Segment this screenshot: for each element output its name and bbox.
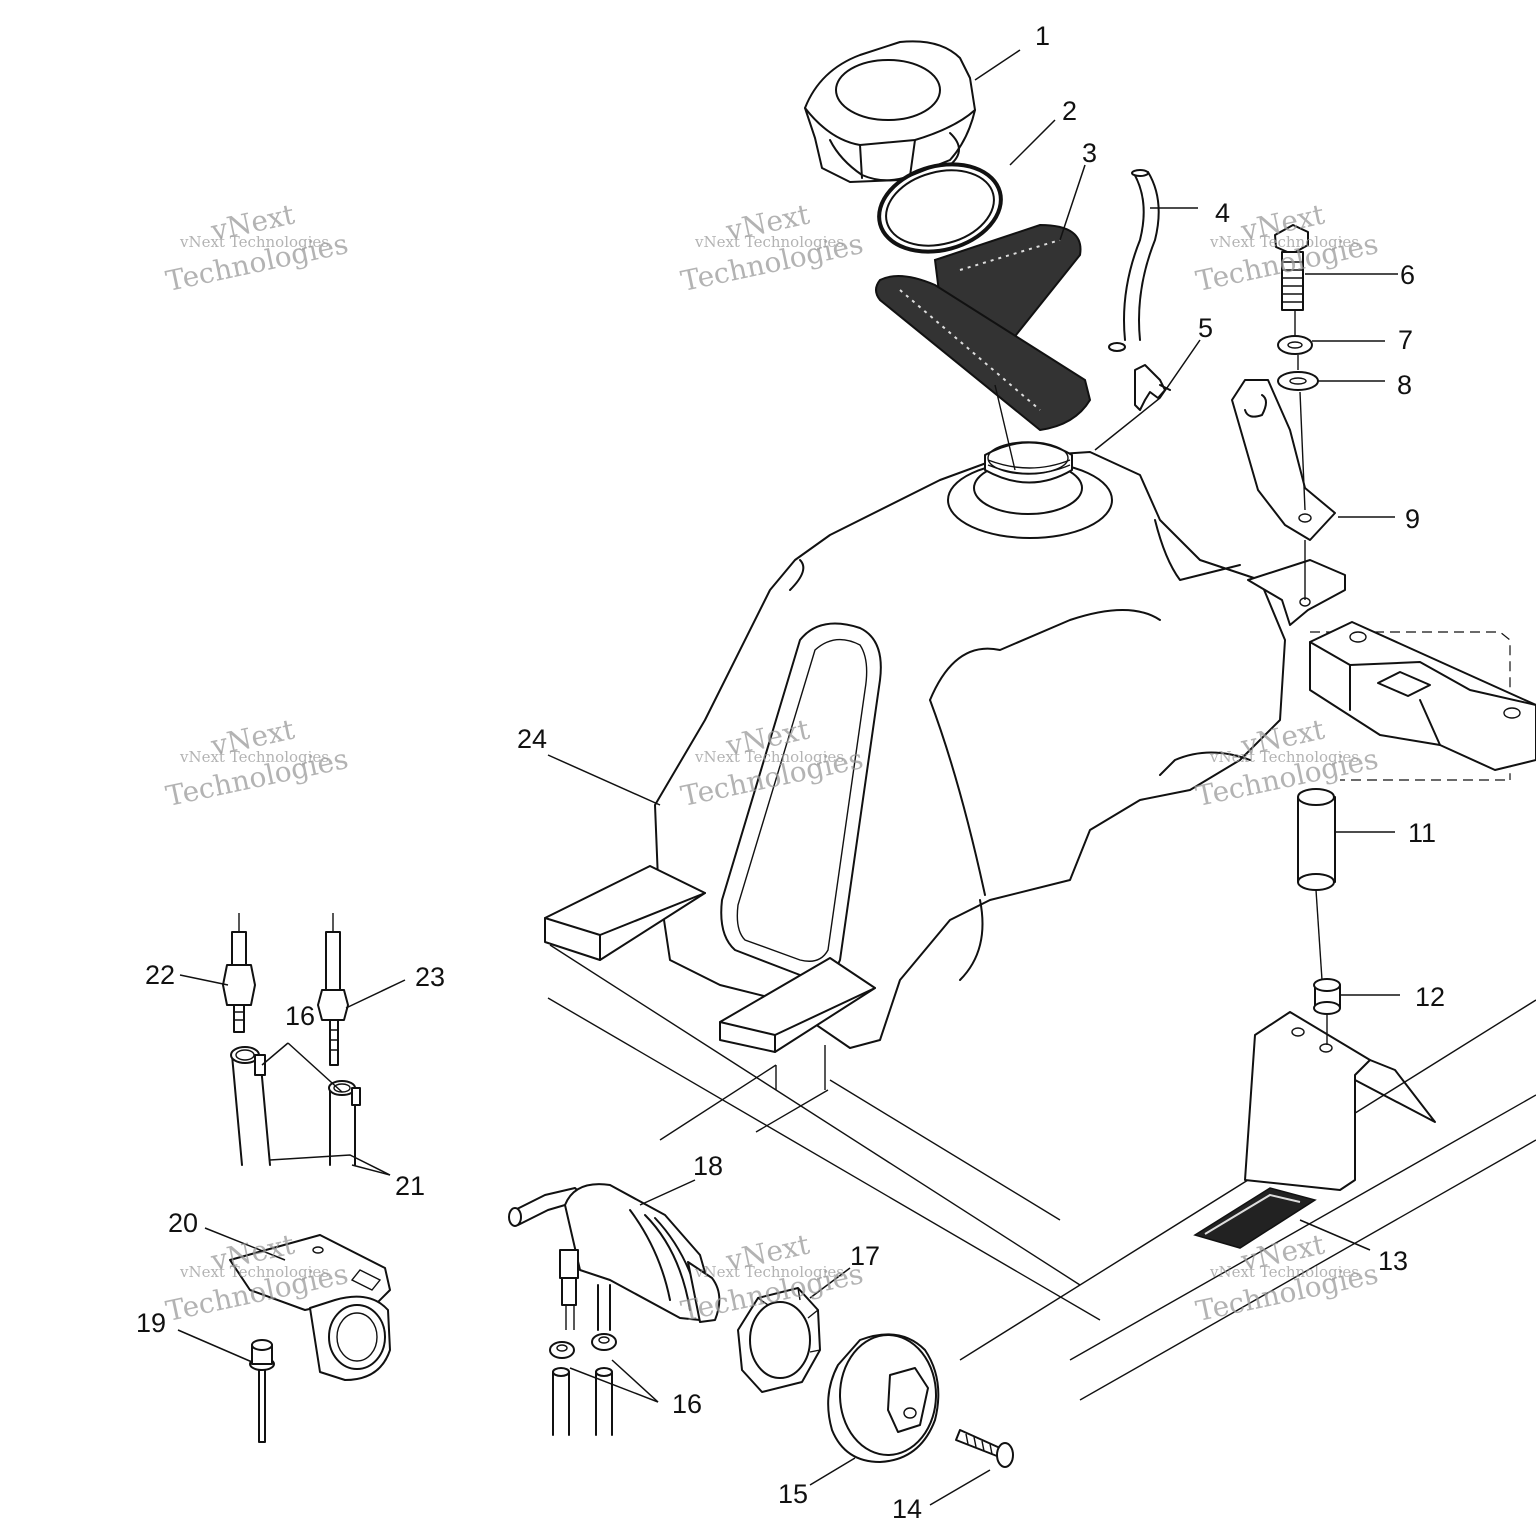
watermark-text: vNext Technologies — [1209, 748, 1359, 766]
part-23-fitting — [317, 913, 349, 1066]
part-16-hose-clamps-lower — [549, 1333, 617, 1436]
callout-12: 12 — [1415, 982, 1445, 1012]
part-2-o-ring — [877, 162, 1003, 254]
part-12-grommet — [1313, 978, 1341, 1015]
callout-11: 11 — [1408, 818, 1436, 848]
callout-6: 6 — [1400, 260, 1415, 290]
callout-5: 5 — [1198, 313, 1213, 343]
watermark-text: vNext Technologies — [179, 233, 329, 251]
callout-22: 22 — [145, 960, 175, 990]
part-14-screw — [955, 1429, 1014, 1468]
callout-16-upper: 16 — [285, 1001, 315, 1031]
callout-4: 4 — [1215, 198, 1230, 228]
watermark-middle-left: vNext vNext Technologies Technologies — [163, 712, 351, 812]
frame-rails — [547, 944, 1536, 1401]
watermark-text: vNext Technologies — [1209, 1263, 1359, 1281]
part-13-foam-pad — [1193, 1187, 1317, 1249]
watermark-text: vNext Technologies — [694, 1263, 844, 1281]
part-5-vent-fitting — [1134, 364, 1171, 411]
part-1-fuel-cap — [804, 40, 976, 183]
part-3-foam-strips — [875, 223, 1092, 432]
callout-21: 21 — [395, 1171, 425, 1201]
callout-16-lower: 16 — [672, 1389, 702, 1419]
part-4-vent-hose — [1108, 169, 1160, 352]
watermark-middle-right: vNext vNext Technologies Technologies — [1193, 712, 1381, 812]
part-9-bracket — [1231, 379, 1336, 541]
callout-19: 19 — [136, 1308, 166, 1338]
assembly-axis-lines — [994, 310, 1328, 1045]
part-15-knob — [827, 1333, 940, 1463]
part-18-fuel-valve — [508, 1183, 721, 1331]
callout-15: 15 — [778, 1479, 808, 1509]
part-17-nut — [737, 1287, 821, 1393]
part-11-spacer — [1297, 788, 1336, 891]
part-16-hose-clamps-upper — [230, 1046, 361, 1106]
callout-1: 1 — [1035, 21, 1050, 51]
callout-7: 7 — [1398, 325, 1413, 355]
callout-14: 14 — [892, 1494, 922, 1524]
watermark-text: vNext Technologies — [179, 1263, 329, 1281]
part-7-washer — [1277, 335, 1313, 355]
callout-24: 24 — [517, 724, 547, 754]
callout-18: 18 — [693, 1151, 723, 1181]
leader-lines — [177, 49, 1400, 1506]
callout-20: 20 — [168, 1208, 198, 1238]
callout-3: 3 — [1082, 138, 1097, 168]
part-22-fitting — [222, 913, 256, 1033]
part-6-bolt — [1274, 224, 1309, 311]
callout-labels: 1 2 3 4 5 6 7 8 9 11 12 13 14 15 16 16 1… — [136, 21, 1445, 1524]
watermark-text: vNext Technologies — [694, 748, 844, 766]
watermark-top-left: vNext vNext Technologies Technologies — [163, 197, 351, 297]
callout-9: 9 — [1405, 504, 1420, 534]
watermark-text: vNext Technologies — [1209, 233, 1359, 251]
part-21-fuel-hoses — [231, 1054, 356, 1166]
part-24-fuel-tank — [544, 441, 1346, 1053]
part-19-pin — [249, 1339, 275, 1443]
callout-8: 8 — [1397, 370, 1412, 400]
frame-bracket — [1244, 1011, 1436, 1191]
watermark-top-center: vNext vNext Technologies Technologies — [678, 197, 866, 297]
watermark-text: vNext Technologies — [694, 233, 844, 251]
callout-13: 13 — [1378, 1246, 1408, 1276]
callout-23: 23 — [415, 962, 445, 992]
part-8-washer — [1277, 371, 1319, 391]
callout-2: 2 — [1062, 96, 1077, 126]
callout-17: 17 — [850, 1241, 880, 1271]
watermark-text: vNext Technologies — [179, 748, 329, 766]
rear-mount-block — [1309, 621, 1536, 781]
